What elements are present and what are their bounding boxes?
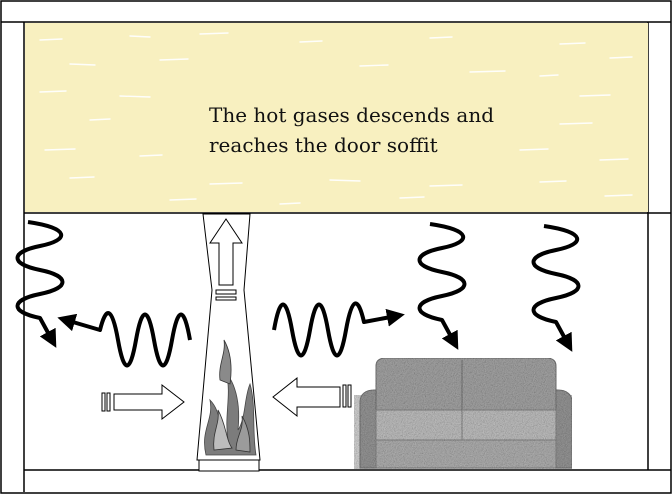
- inflow-arrow-left: [101, 383, 185, 421]
- caption-line-1: The hot gases descends and: [209, 103, 495, 127]
- fire-plume-icon: [196, 213, 261, 472]
- radiation-wave-icon: [531, 224, 581, 352]
- caption-line-2: reaches the door soffit: [209, 133, 438, 157]
- inflow-arrow-right: [272, 376, 352, 418]
- diagram-caption: The hot gases descends and reaches the d…: [209, 100, 494, 160]
- radiation-wave-icon: [57, 311, 192, 368]
- updraft-arrow-icon: [209, 218, 243, 301]
- sofa-icon: [354, 357, 573, 469]
- radiation-wave-icon: [417, 222, 467, 350]
- radiation-wave-icon: [15, 220, 65, 348]
- hot-gas-layer: [25, 23, 648, 212]
- radiation-wave-icon: [272, 301, 405, 358]
